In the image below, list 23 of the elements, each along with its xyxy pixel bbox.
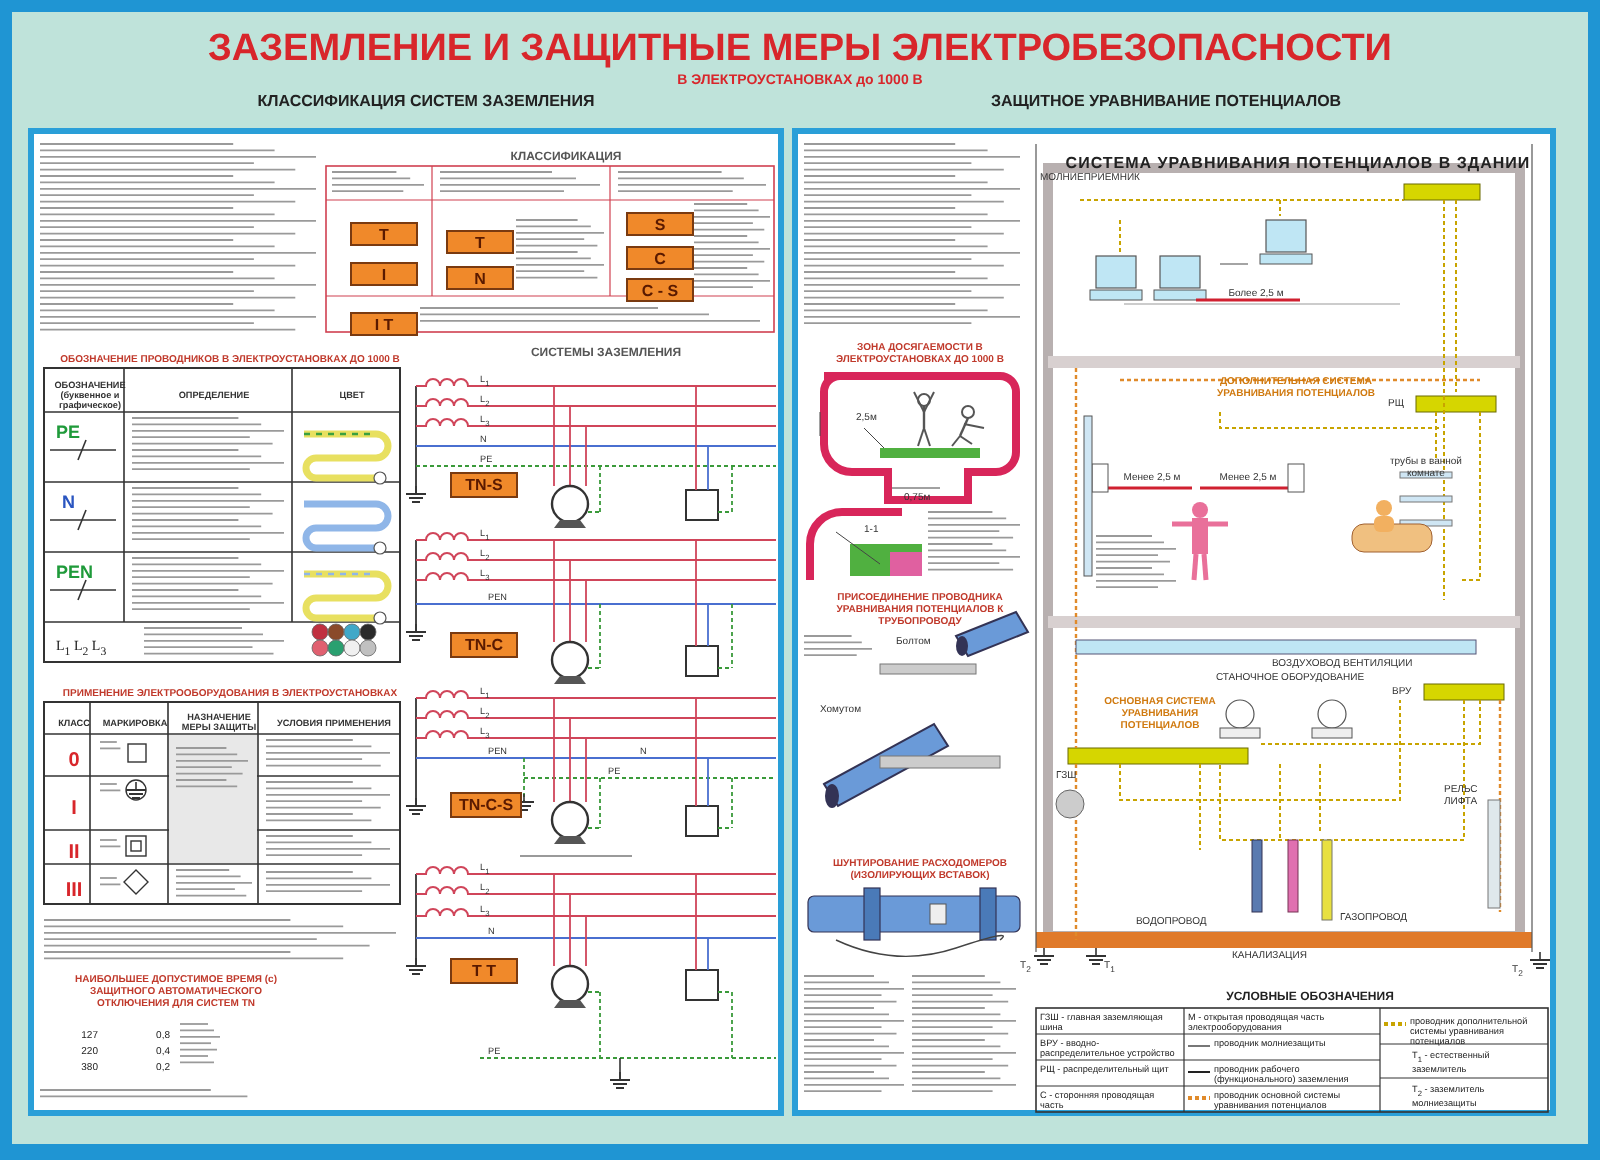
system-code-box: T — [350, 222, 418, 246]
system-code-box: TN-C — [450, 632, 518, 658]
system-code-box: I — [350, 262, 418, 286]
poster-title: ЗАЗЕМЛЕНИЕ И ЗАЩИТНЫЕ МЕРЫ ЭЛЕКТРОБЕЗОПАСНОСТИ — [206, 28, 1394, 72]
section-heading: КЛАССИФИКАЦИЯ СИСТЕМ ЗАЗЕМЛЕНИЯ — [255, 92, 597, 110]
class-numeral: I — [69, 798, 79, 820]
system-code-box: N — [446, 266, 514, 290]
system-code-box: TN-C-S — [450, 792, 522, 818]
system-code-box: C - S — [626, 278, 694, 302]
system-code-box: T — [446, 230, 514, 254]
section-heading: ЗАЩИТНОЕ УРАВНИВАНИЕ ПОТЕНЦИАЛОВ — [988, 92, 1344, 110]
class-numeral: 0 — [66, 750, 82, 772]
section-heading: СИСТЕМА УРАВНИВАНИЯ ПОТЕНЦИАЛОВ В ЗДАНИИ — [1063, 154, 1533, 172]
conductor-code: N — [62, 492, 77, 512]
system-code-box: I T — [350, 312, 418, 336]
conductor-code: PEN — [56, 562, 96, 582]
class-numeral: III — [63, 880, 85, 902]
conductor-code: PE — [56, 422, 83, 442]
system-code-box: TN-S — [450, 472, 518, 498]
system-code-box: C — [626, 246, 694, 270]
system-code-box: S — [626, 212, 694, 236]
system-code-box: T T — [450, 958, 518, 984]
class-numeral: II — [66, 842, 82, 864]
